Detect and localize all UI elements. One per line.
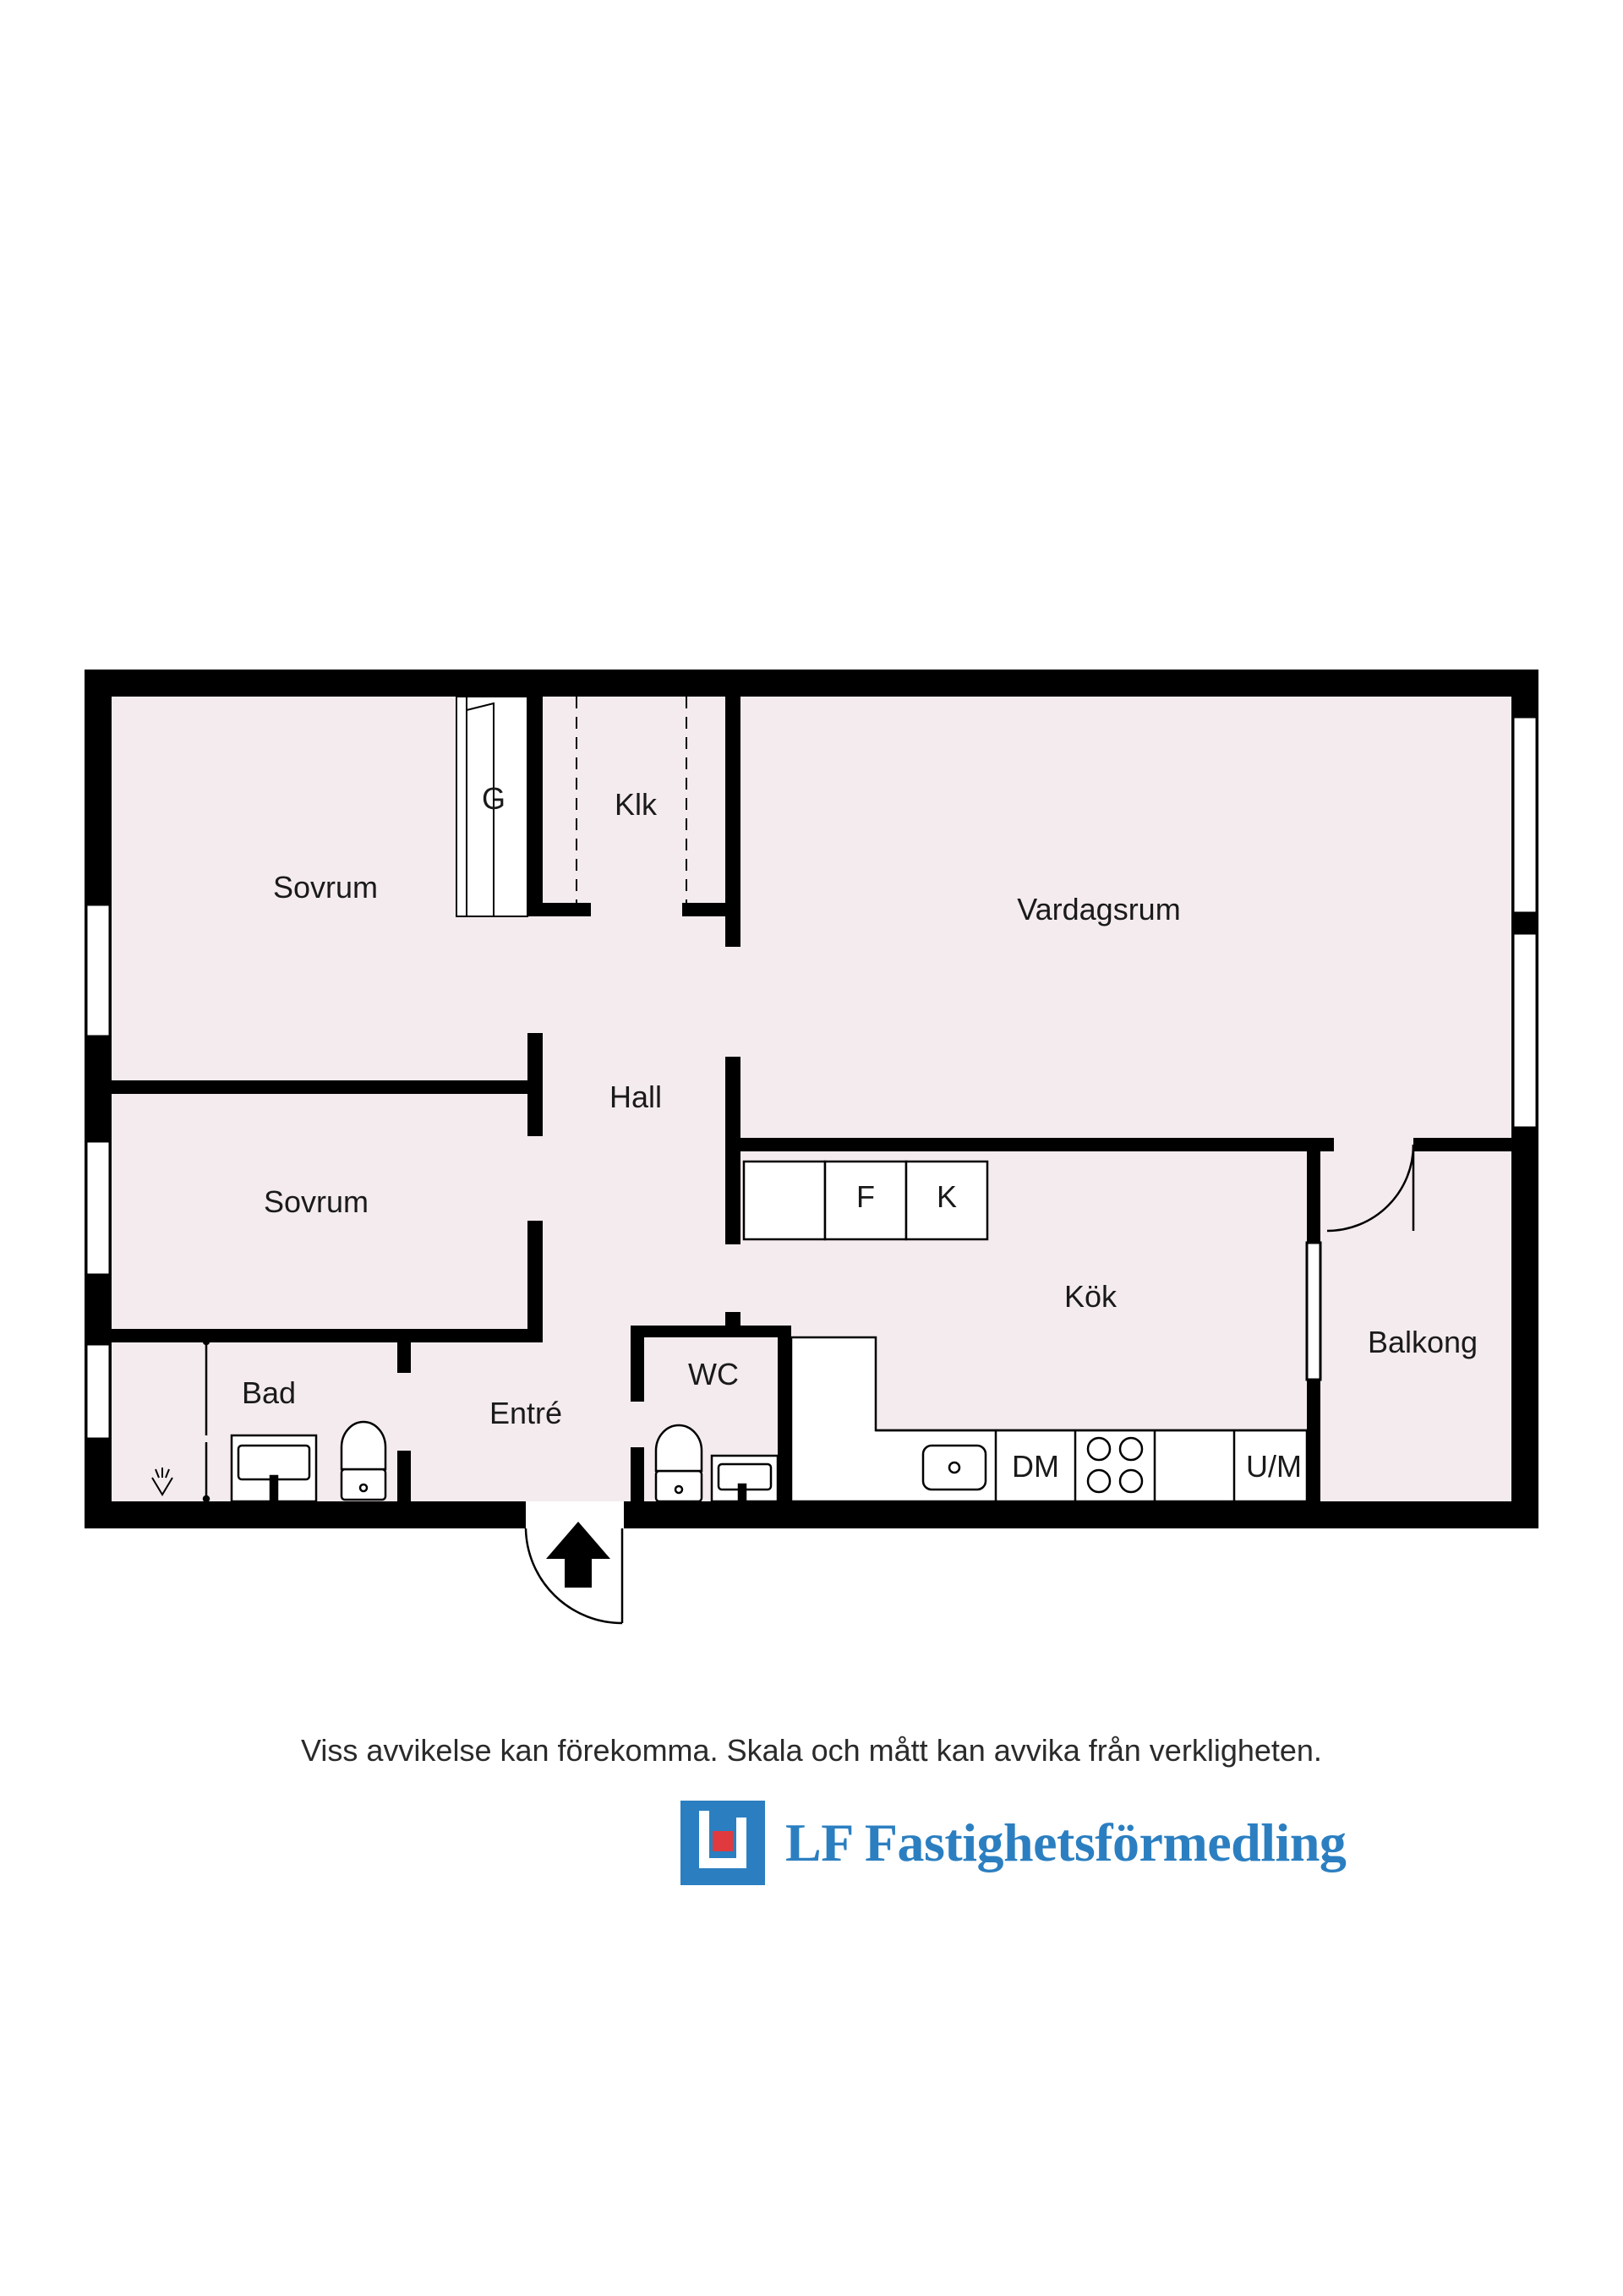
kitchen-sink-icon <box>921 1444 987 1491</box>
wc-sink-icon <box>710 1454 779 1503</box>
floor-drain-icon <box>151 1468 173 1496</box>
brand-name: LF Fastighetsförmedling <box>785 1812 1347 1872</box>
room-label-kok: Kök <box>1064 1279 1118 1314</box>
entrance-door <box>524 1528 624 1625</box>
windows <box>85 715 1538 1440</box>
wardrobe-g <box>456 696 528 917</box>
fixture-label-washer: U/M <box>1246 1449 1302 1484</box>
toilet-icon <box>340 1420 387 1501</box>
lf-logo-icon <box>680 1801 765 1885</box>
disclaimer-text: Viss avvikelse kan förekomma. Skala och … <box>301 1733 1322 1768</box>
fixture-label-freezer: K <box>937 1179 957 1214</box>
room-label-hall: Hall <box>609 1080 662 1114</box>
lower-counter <box>790 1336 1309 1503</box>
wc-toilet-icon <box>654 1424 703 1503</box>
fixture-label-dishwasher: DM <box>1012 1449 1059 1484</box>
room-label-vardagsrum: Vardagsrum <box>1017 892 1180 927</box>
fixture-label-fridge: F <box>856 1179 875 1214</box>
room-label-entre: Entré <box>489 1396 562 1430</box>
interior-walls <box>112 697 1511 1501</box>
shower-screen <box>202 1337 210 1503</box>
kitchen-balcony-window <box>1305 1241 1322 1381</box>
stove-icon <box>1086 1436 1144 1494</box>
room-label-sovrum-2: Sovrum <box>264 1184 369 1219</box>
room-label-balkong: Balkong <box>1368 1325 1478 1359</box>
upper-counter <box>742 1160 989 1241</box>
room-label-klk: Klk <box>615 787 658 822</box>
closet-dashed-lines <box>576 697 687 903</box>
room-label-bad: Bad <box>242 1375 296 1410</box>
balcony-door <box>1326 1144 1415 1233</box>
sink-icon <box>230 1434 318 1503</box>
brand-logo: LF Fastighetsförmedling <box>680 1801 1347 1885</box>
room-label-wc: WC <box>688 1357 739 1391</box>
room-label-sovrum-1: Sovrum <box>273 870 378 905</box>
entry-landing <box>526 1501 624 1528</box>
room-label-g: G <box>482 781 505 816</box>
entrance-arrow-icon <box>546 1522 610 1588</box>
